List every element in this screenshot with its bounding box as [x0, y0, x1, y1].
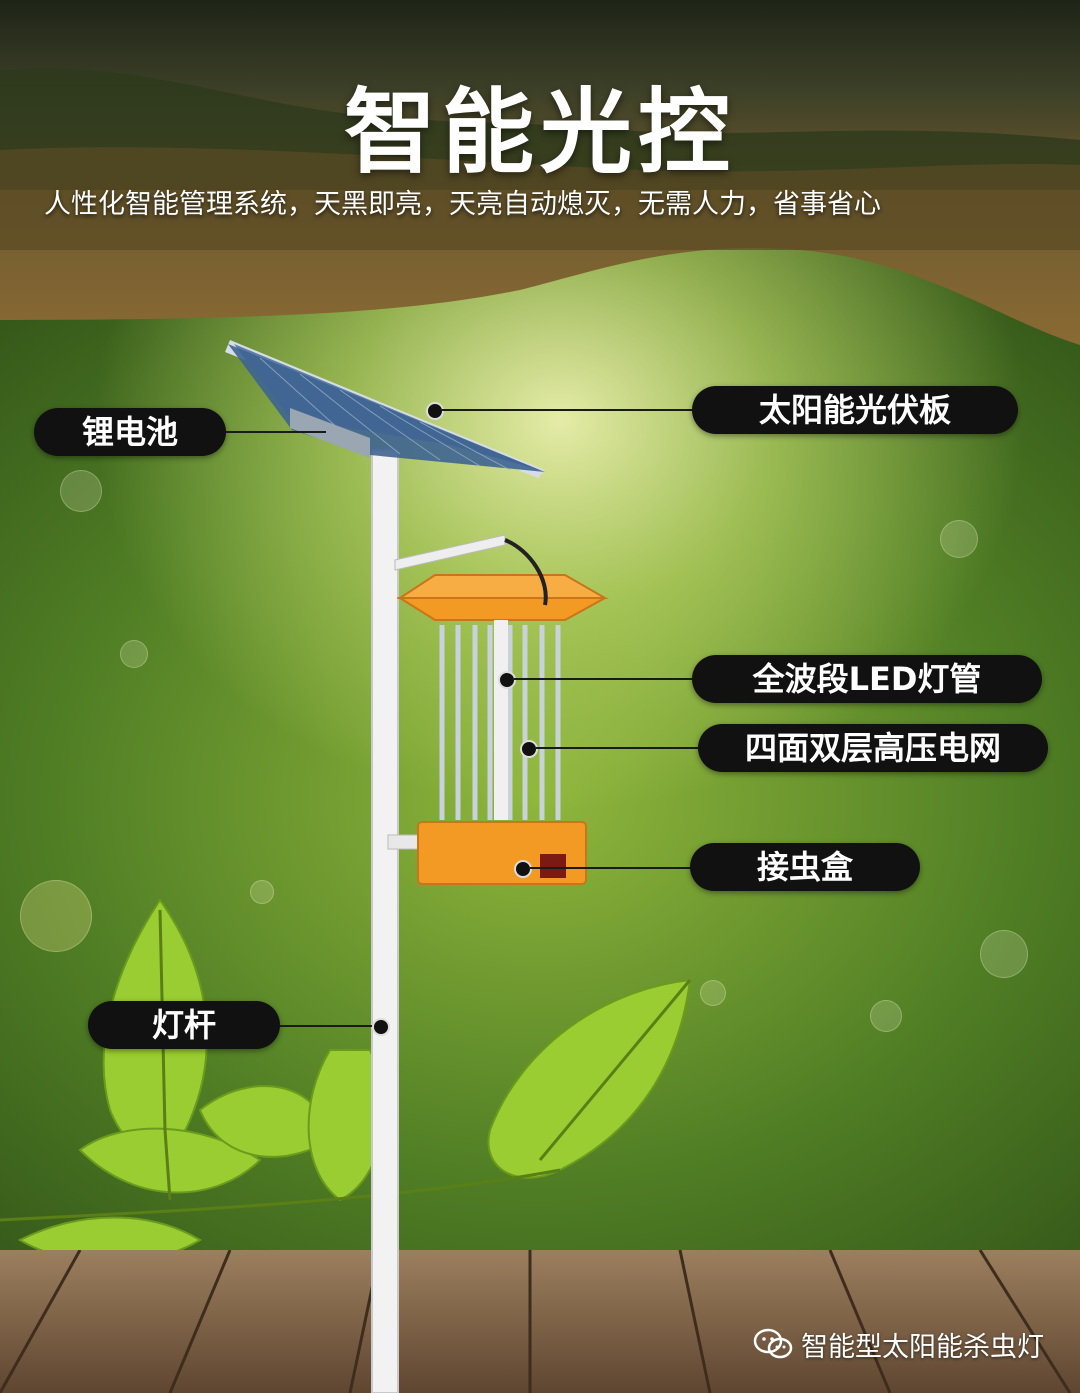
wechat-icon [753, 1328, 793, 1359]
anchor-dot-grid [520, 740, 538, 758]
leader-line-led [514, 678, 692, 680]
leader-line-grid [536, 747, 698, 749]
bokeh-light [980, 930, 1028, 978]
bokeh-light [700, 980, 726, 1006]
bokeh-light [120, 640, 148, 668]
wooden-deck [0, 1250, 1080, 1393]
label-solar-panel: 太阳能光伏板 [692, 386, 1018, 434]
anchor-dot-led [498, 671, 516, 689]
watermark-text: 智能型太阳能杀虫灯 [801, 1331, 1044, 1363]
leaves-illustration [0, 898, 692, 1264]
page-subtitle: 人性化智能管理系统，天黑即亮，天亮自动熄灭，无需人力，省事省心 [44, 189, 881, 220]
leader-line-battery [226, 431, 326, 433]
anchor-dot-pole [372, 1018, 390, 1036]
anchor-dot-collector [514, 860, 532, 878]
watermark: 智能型太阳能杀虫灯 [753, 1322, 1044, 1366]
label-battery: 锂电池 [34, 408, 226, 456]
anchor-dot-solar [426, 402, 444, 420]
label-pole: 灯杆 [88, 1001, 280, 1049]
page-title: 智能光控 [343, 79, 736, 186]
bokeh-light [60, 470, 102, 512]
bokeh-light [940, 520, 978, 558]
landscape-background [0, 0, 1080, 345]
leader-line-pole [280, 1025, 372, 1027]
bokeh-light [870, 1000, 902, 1032]
solar-insect-lamp [225, 340, 609, 1393]
label-grid: 四面双层高压电网 [698, 724, 1048, 772]
pole-shape [371, 449, 399, 1393]
bokeh-light [250, 880, 274, 904]
leader-line-solar [442, 409, 692, 411]
label-collector: 接虫盒 [690, 843, 920, 891]
label-led-tube: 全波段LED灯管 [692, 655, 1042, 703]
leader-line-collector [530, 867, 692, 869]
bokeh-light [20, 880, 92, 952]
